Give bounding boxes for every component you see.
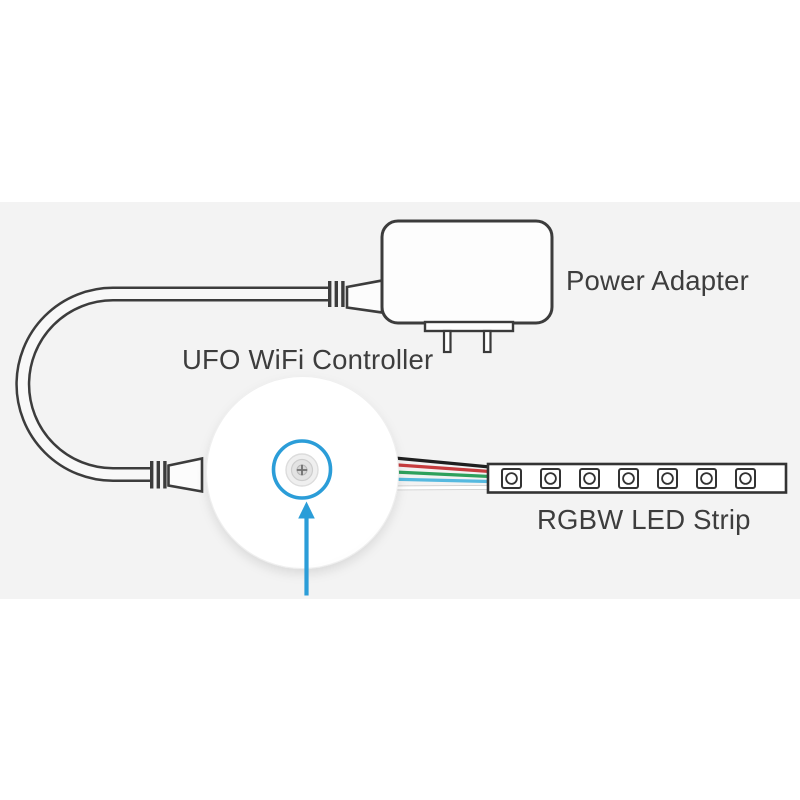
power-adapter-label: Power Adapter bbox=[566, 265, 749, 296]
connector-body bbox=[345, 278, 384, 314]
led-strip bbox=[486, 462, 788, 494]
led-chip bbox=[540, 468, 561, 489]
power-adapter-prong bbox=[442, 329, 452, 354]
connector-rib bbox=[341, 281, 345, 307]
power-button bbox=[285, 453, 319, 487]
led-chip-lens bbox=[700, 472, 713, 485]
led-chip bbox=[696, 468, 717, 489]
ufo-controller bbox=[206, 376, 399, 569]
connector-body bbox=[167, 456, 204, 494]
wire-white bbox=[383, 485, 491, 490]
led-chip-lens bbox=[739, 472, 752, 485]
wire-red bbox=[383, 462, 491, 474]
led-chip bbox=[618, 468, 639, 489]
led-chip bbox=[657, 468, 678, 489]
led-chip-lens bbox=[583, 472, 596, 485]
power-cable-core bbox=[17, 289, 330, 480]
led-chip bbox=[735, 468, 756, 489]
wire-green bbox=[383, 469, 491, 479]
led-chip-lens bbox=[661, 472, 674, 485]
connector-rib bbox=[156, 461, 160, 489]
connector-rib bbox=[150, 461, 154, 489]
pointer-arrowhead-icon bbox=[298, 501, 315, 519]
led-chip bbox=[579, 468, 600, 489]
pointer-arrow bbox=[298, 501, 315, 596]
power-adapter-base bbox=[423, 320, 515, 333]
controller-plug-connector bbox=[150, 456, 204, 494]
button-highlight-ring bbox=[271, 439, 333, 500]
power-cable bbox=[15, 286, 330, 482]
led-chip-lens bbox=[544, 472, 557, 485]
power-adapter bbox=[380, 219, 554, 354]
led-chips bbox=[501, 468, 756, 489]
wire-blue bbox=[383, 477, 491, 484]
led-strip-label: RGBW LED Strip bbox=[537, 504, 751, 535]
led-chip bbox=[501, 468, 522, 489]
power-adapter-prong bbox=[482, 329, 492, 354]
connector-rib bbox=[328, 281, 332, 307]
wire-black bbox=[383, 455, 491, 469]
led-chip-lens bbox=[622, 472, 635, 485]
connector-rib bbox=[334, 281, 338, 307]
adapter-plug-connector bbox=[328, 278, 384, 314]
controller-label: UFO WiFi Controller bbox=[182, 344, 434, 375]
led-chip-lens bbox=[505, 472, 518, 485]
rgbw-wires bbox=[383, 455, 491, 491]
power-adapter-body bbox=[380, 219, 554, 325]
connector-rib bbox=[163, 461, 167, 489]
power-button-icon bbox=[296, 464, 308, 476]
